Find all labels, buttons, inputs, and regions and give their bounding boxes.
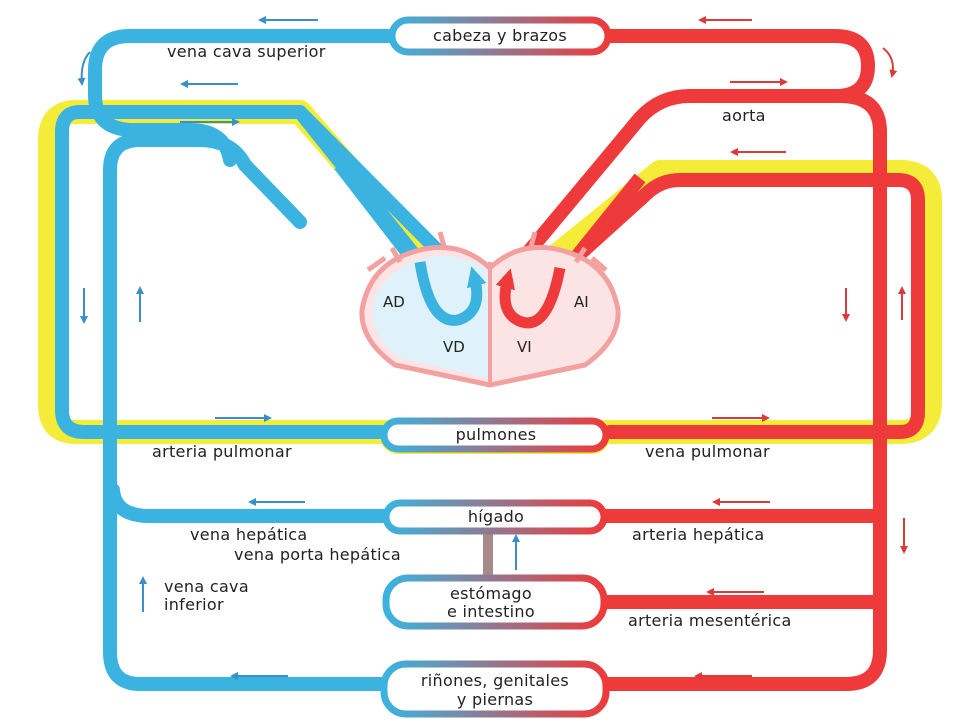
venous-flow-arrows	[77, 16, 520, 680]
flow-arrow	[882, 47, 898, 78]
right-ventricle-label: VD	[443, 338, 465, 356]
vessel-labels: vena cava superior aorta arteria pulmona…	[152, 42, 792, 630]
descending-aorta-vessel	[593, 89, 887, 691]
head-arms-label: cabeza y brazos	[433, 26, 567, 45]
pulmonary-artery-label: arteria pulmonar	[152, 442, 292, 461]
arterial-flow-arrows	[694, 16, 908, 680]
pulmonary-artery-vessel	[55, 105, 462, 439]
kidneys-line1-label: riñones, genitales	[421, 671, 569, 690]
heart: AD VD VI AI	[359, 231, 621, 388]
kidneys-line2-label: y piernas	[457, 690, 533, 709]
organ-lungs: pulmones	[380, 417, 610, 453]
inferior-vena-cava-line1-label: vena cava	[164, 577, 249, 596]
organ-stomach-intestine: estómago e intestino	[382, 574, 608, 630]
organ-kidneys-genitals-legs: riñones, genitales y piernas	[380, 660, 610, 718]
organ-liver: hígado	[382, 499, 608, 535]
hepatic-vein-vessel	[106, 483, 397, 523]
hepatic-vein-label: vena hepática	[190, 525, 308, 544]
aorta-label: aorta	[722, 106, 766, 125]
stomach-line1-label: estómago	[450, 584, 532, 603]
stomach-line2-label: e intestino	[447, 602, 535, 621]
inferior-vena-cava-line2-label: inferior	[164, 595, 224, 614]
superior-vena-cava-label: vena cava superior	[167, 42, 326, 61]
right-heart-chamber	[372, 255, 490, 378]
hepatic-artery-label: arteria hepática	[632, 525, 764, 544]
left-heart-flow-arrow	[495, 266, 566, 329]
aorta-to-head-vessel	[523, 29, 875, 257]
inferior-vena-cava-vessel	[103, 133, 402, 691]
left-atrium-label: AI	[574, 293, 589, 311]
flow-arrow	[77, 51, 91, 86]
pulmonary-vein-vessel	[533, 173, 925, 439]
right-heart-flow-arrow	[414, 261, 487, 326]
liver-label: hígado	[468, 507, 524, 526]
left-ventricle-label: VI	[517, 338, 532, 356]
organ-head-arms: cabeza y brazos	[388, 16, 612, 56]
mesenteric-artery-label: arteria mesentérica	[628, 611, 792, 630]
arterial-vessels	[523, 29, 925, 691]
pulmonary-vein-label: vena pulmonar	[645, 442, 770, 461]
lungs-label: pulmones	[456, 425, 537, 444]
hepatic-portal-vein-label: vena porta hepática	[234, 545, 401, 564]
right-atrium-label: AD	[383, 293, 405, 311]
